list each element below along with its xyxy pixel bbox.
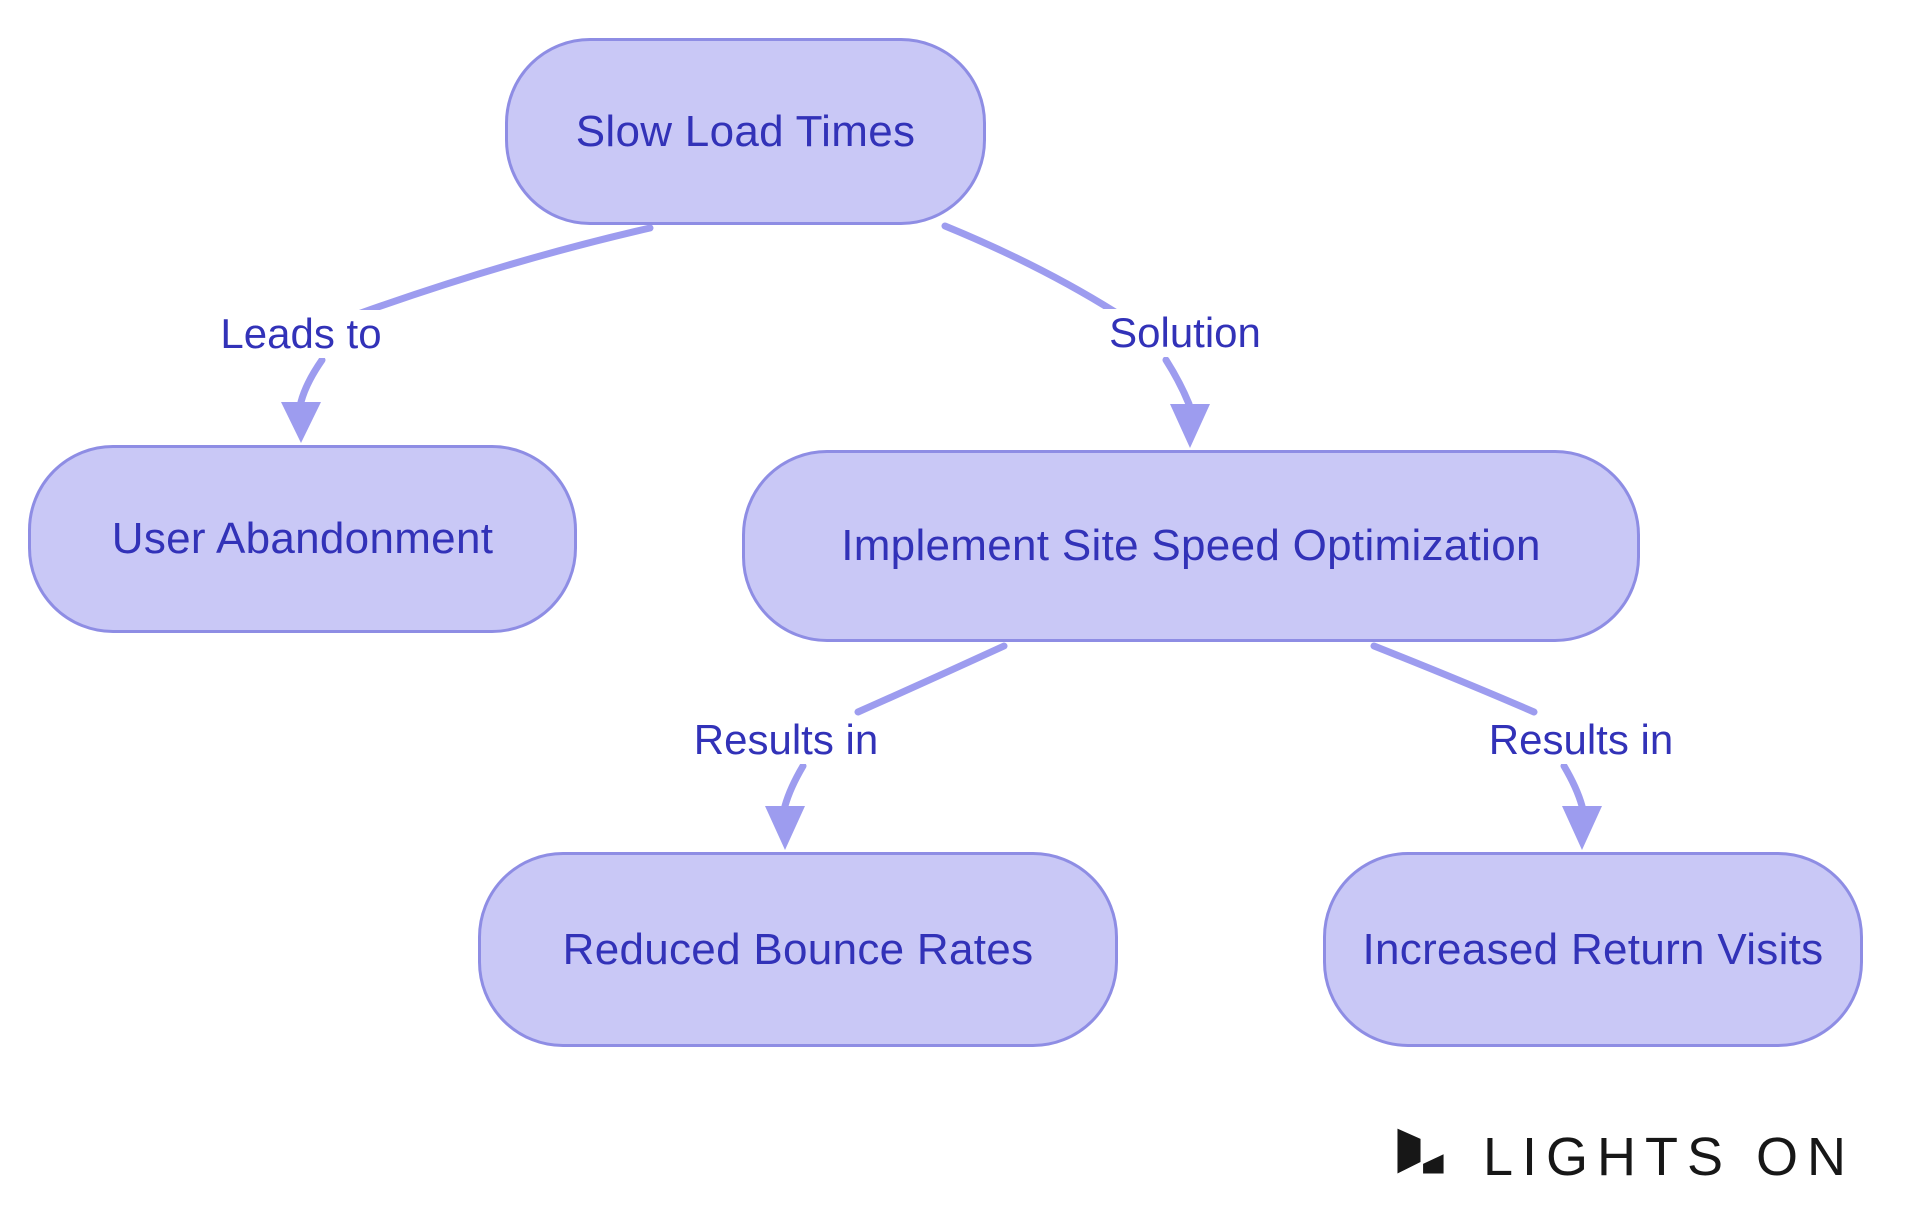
edge-solution-lower-segment: [1162, 356, 1193, 408]
arrowhead-results-in-right: [1562, 806, 1602, 850]
edge-results-in-right-lower-segment: [1560, 762, 1586, 810]
edge-leads-to-upper-segment: [354, 224, 654, 318]
arrowhead-results-in-left: [765, 806, 805, 850]
arrowhead-leads-to: [281, 402, 321, 443]
edge-label-results-in-left: Results in: [687, 716, 885, 764]
node-slow-load-times-label: Slow Load Times: [575, 106, 916, 156]
arrowhead-solution: [1170, 404, 1210, 448]
edge-label-leads-to: Leads to: [214, 310, 388, 358]
node-reduced-bounce-rates: Reduced Bounce Rates: [478, 852, 1118, 1047]
edge-label-solution: Solution: [1103, 309, 1267, 357]
node-implement-site-speed-optimization-label: Implement Site Speed Optimization: [841, 521, 1541, 570]
node-slow-load-times: Slow Load Times: [505, 38, 986, 225]
node-user-abandonment: User Abandonment: [28, 445, 577, 633]
edge-results-in-right-upper-segment: [1370, 642, 1538, 716]
edge-results-in-left-upper-segment: [854, 642, 1008, 716]
node-implement-site-speed-optimization: Implement Site Speed Optimization: [742, 450, 1640, 642]
lights-on-logo-icon: [1397, 1128, 1444, 1174]
node-reduced-bounce-rates-label: Reduced Bounce Rates: [562, 924, 1034, 974]
lights-on-logo: LIGHTS ON: [1393, 1120, 1855, 1186]
node-increased-return-visits-label: Increased Return Visits: [1362, 924, 1824, 974]
edge-results-in-left-lower-segment: [781, 762, 807, 810]
edge-solution-upper-segment: [941, 222, 1119, 316]
edge-label-results-in-right: Results in: [1482, 716, 1680, 764]
node-increased-return-visits: Increased Return Visits: [1323, 852, 1863, 1047]
node-user-abandonment-label: User Abandonment: [111, 514, 494, 563]
edge-leads-to-lower-segment: [297, 356, 326, 406]
lights-on-logo-text: LIGHTS ON: [1483, 1127, 1856, 1187]
